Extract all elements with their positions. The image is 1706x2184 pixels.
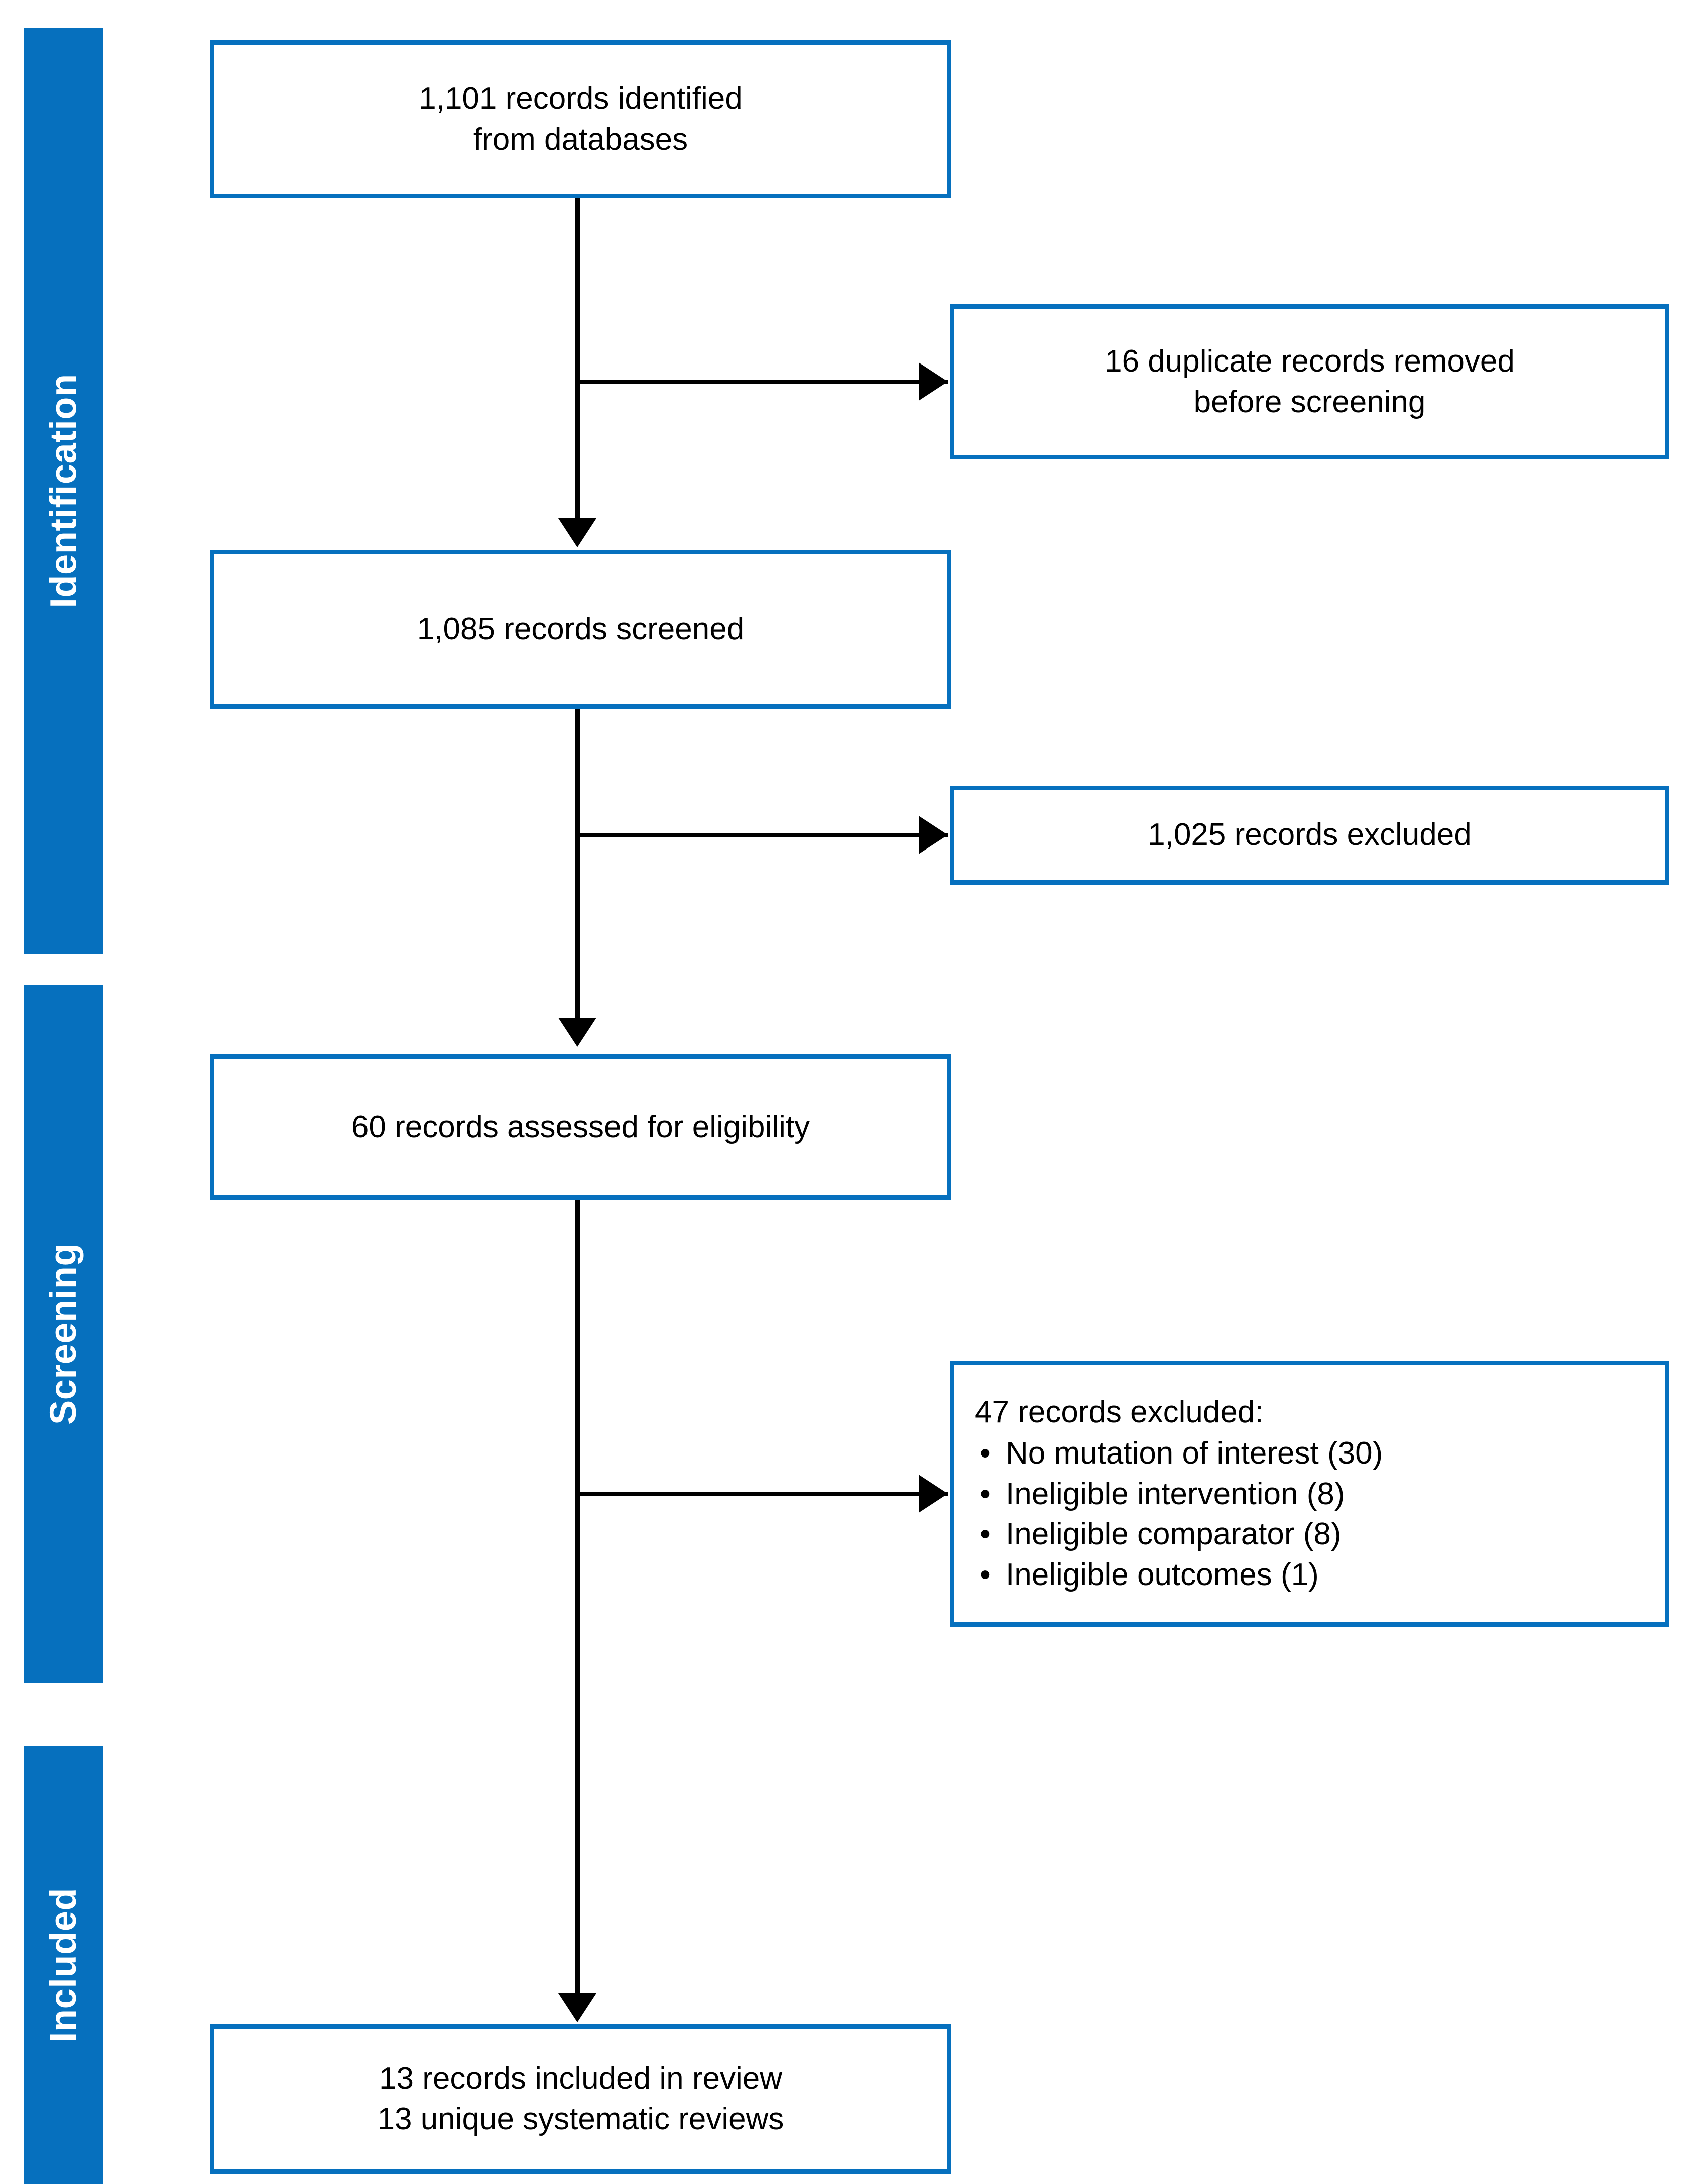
stage-bar-included: Included (24, 1746, 103, 2184)
box-records-included: 13 records included in review 13 unique … (210, 2024, 951, 2174)
box-records-excluded-eligibility-text: 47 records excluded: • No mutation of in… (954, 1392, 1383, 1596)
excluded-heading: 47 records excluded: (974, 1394, 1264, 1429)
box-records-screened: 1,085 records screened (210, 550, 951, 709)
excluded-reason-label: No mutation of interest (30) (1006, 1436, 1383, 1471)
stage-bar-identification: Identification (24, 28, 103, 954)
stage-label-screening: Screening (42, 1243, 84, 1425)
stage-label-identification: Identification (42, 373, 84, 609)
box-records-identified-line1: 1,101 records identified (419, 81, 743, 116)
stage-bar-screening: Screening (24, 985, 103, 1683)
bullet-icon: • (980, 1557, 991, 1592)
box-records-screened-text: 1,085 records screened (403, 609, 758, 650)
connector-line-to-duplicates (577, 380, 948, 384)
excluded-reason-label: Ineligible intervention (8) (1006, 1476, 1345, 1511)
box-records-identified-text: 1,101 records identified from databases (405, 79, 757, 160)
list-item: • No mutation of interest (30) (974, 1433, 1383, 1474)
arrow-down-icon (558, 1018, 596, 1047)
box-duplicate-records-removed: 16 duplicate records removed before scre… (950, 304, 1669, 459)
arrow-right-icon (919, 1475, 948, 1513)
excluded-reason-list: • No mutation of interest (30) • Ineligi… (974, 1433, 1383, 1595)
box-records-excluded-screening-line1: 1,025 records excluded (1148, 817, 1472, 853)
bullet-icon: • (980, 1436, 991, 1471)
connector-line-to-excluded-screening (577, 833, 948, 837)
arrow-down-icon (558, 518, 596, 547)
connector-line-screened-to-assessed (575, 709, 580, 1018)
box-duplicate-records-line2: before screening (1193, 384, 1426, 419)
box-records-identified-line2: from databases (473, 122, 688, 157)
connector-line-to-excluded-eligibility (577, 1492, 948, 1496)
connector-line-identified-to-screened (575, 198, 580, 518)
bullet-icon: • (980, 1517, 991, 1552)
box-duplicate-records-line1: 16 duplicate records removed (1105, 343, 1515, 379)
box-records-excluded-eligibility: 47 records excluded: • No mutation of in… (950, 1361, 1669, 1627)
arrow-down-icon (558, 1993, 596, 2022)
stage-label-included: Included (42, 1887, 84, 2043)
arrow-right-icon (919, 816, 948, 854)
box-records-screened-line1: 1,085 records screened (417, 612, 745, 647)
list-item: • Ineligible comparator (8) (974, 1514, 1383, 1555)
box-records-included-text: 13 records included in review 13 unique … (363, 2058, 798, 2139)
list-item: • Ineligible outcomes (1) (974, 1555, 1383, 1596)
box-records-included-line2: 13 unique systematic reviews (377, 2102, 784, 2136)
box-records-assessed-line1: 60 records assessed for eligibility (351, 1109, 810, 1144)
box-records-excluded-screening-text: 1,025 records excluded (1134, 815, 1486, 856)
box-records-assessed-text: 60 records assessed for eligibility (337, 1107, 824, 1148)
excluded-reason-label: Ineligible outcomes (1) (1006, 1557, 1319, 1592)
box-records-assessed-eligibility: 60 records assessed for eligibility (210, 1054, 951, 1200)
box-records-identified: 1,101 records identified from databases (210, 40, 951, 198)
arrow-right-icon (919, 362, 948, 401)
bullet-icon: • (980, 1476, 991, 1511)
connector-line-assessed-to-included (575, 1200, 580, 1993)
box-records-excluded-screening: 1,025 records excluded (950, 786, 1669, 885)
list-item: • Ineligible intervention (8) (974, 1474, 1383, 1515)
excluded-reason-label: Ineligible comparator (8) (1006, 1517, 1342, 1552)
box-duplicate-records-text: 16 duplicate records removed before scre… (1090, 341, 1529, 422)
box-records-included-line1: 13 records included in review (379, 2061, 782, 2096)
